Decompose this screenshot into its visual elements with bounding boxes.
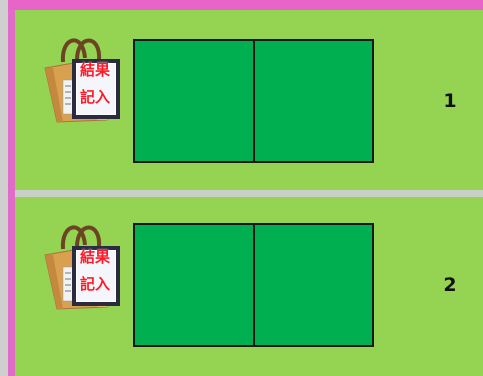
score-cell-right-1[interactable] [255, 41, 373, 161]
result-entry-label-line2: 記入 [69, 276, 121, 292]
score-cell-left-2[interactable] [135, 225, 255, 345]
row-panel-1: 結果 記入 1 [15, 10, 483, 190]
row-number-2: 2 [440, 274, 460, 296]
row-number-1: 1 [440, 90, 460, 112]
score-cell-right-2[interactable] [255, 225, 373, 345]
result-entry-label-line1: 結果 [69, 249, 121, 265]
row-divider [15, 190, 483, 197]
result-entry-label-line1: 結果 [69, 62, 121, 78]
score-cell-left-1[interactable] [135, 41, 255, 161]
result-entry-label-line2: 記入 [69, 89, 121, 105]
left-edge-strip [0, 0, 8, 376]
score-board-1 [133, 39, 374, 163]
top-pink-border [8, 0, 483, 10]
score-board-2 [133, 223, 374, 347]
result-entry-button-2[interactable]: 結果 記入 [39, 215, 121, 311]
result-entry-button-1[interactable]: 結果 記入 [39, 28, 121, 124]
left-pink-border [8, 0, 15, 376]
row-panel-2: 結果 記入 2 [15, 197, 483, 376]
